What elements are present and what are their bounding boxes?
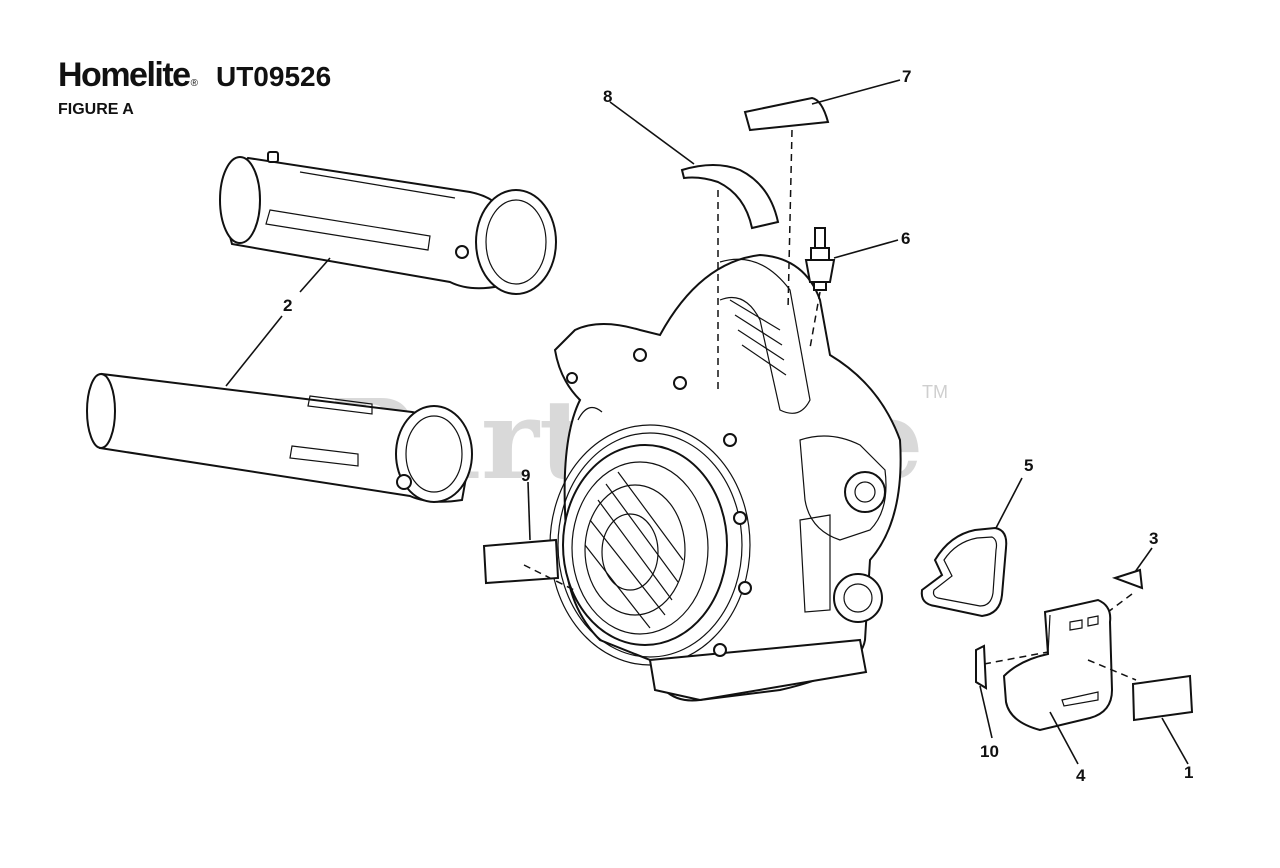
- callout-8: 8: [603, 87, 612, 106]
- callout-6: 6: [901, 229, 910, 248]
- callout-10: 10: [980, 742, 999, 761]
- part-2-lower-tube[interactable]: [86, 372, 473, 503]
- part-2-upper-tube[interactable]: [219, 151, 557, 295]
- registered-mark: ®: [190, 78, 198, 89]
- part-4-cover[interactable]: [983, 598, 1137, 765]
- brand-row: Homelite® UT09526: [58, 56, 331, 95]
- model-number: UT09526: [215, 61, 332, 92]
- callout-3: 3: [1149, 529, 1158, 548]
- part-1-label[interactable]: [1131, 674, 1194, 765]
- callout-5: 5: [1024, 456, 1033, 475]
- callout-2: 2: [283, 296, 292, 315]
- part-7-label[interactable]: [743, 79, 901, 311]
- callout-1: 1: [1184, 763, 1193, 782]
- callout-9: 9: [521, 466, 530, 485]
- leader-2-lower: [225, 315, 283, 387]
- brand-logo: Homelite: [58, 56, 191, 94]
- watermark-tm: TM: [922, 382, 948, 402]
- figure-title: FIGURE A: [58, 101, 134, 118]
- leader-2-upper: [299, 257, 331, 293]
- part-10-label[interactable]: [975, 644, 993, 739]
- part-8-label[interactable]: [609, 101, 780, 390]
- callout-7: 7: [902, 67, 911, 86]
- part-6-spark-plug[interactable]: [804, 227, 899, 349]
- callout-4: 4: [1076, 766, 1086, 785]
- part-3-clip[interactable]: [1099, 547, 1153, 619]
- part-9-label[interactable]: [482, 481, 575, 591]
- part-5-gasket[interactable]: [920, 477, 1023, 618]
- diagram-header: Homelite® UT09526 FIGURE A: [58, 56, 331, 119]
- blower-engine-body[interactable]: [549, 253, 902, 702]
